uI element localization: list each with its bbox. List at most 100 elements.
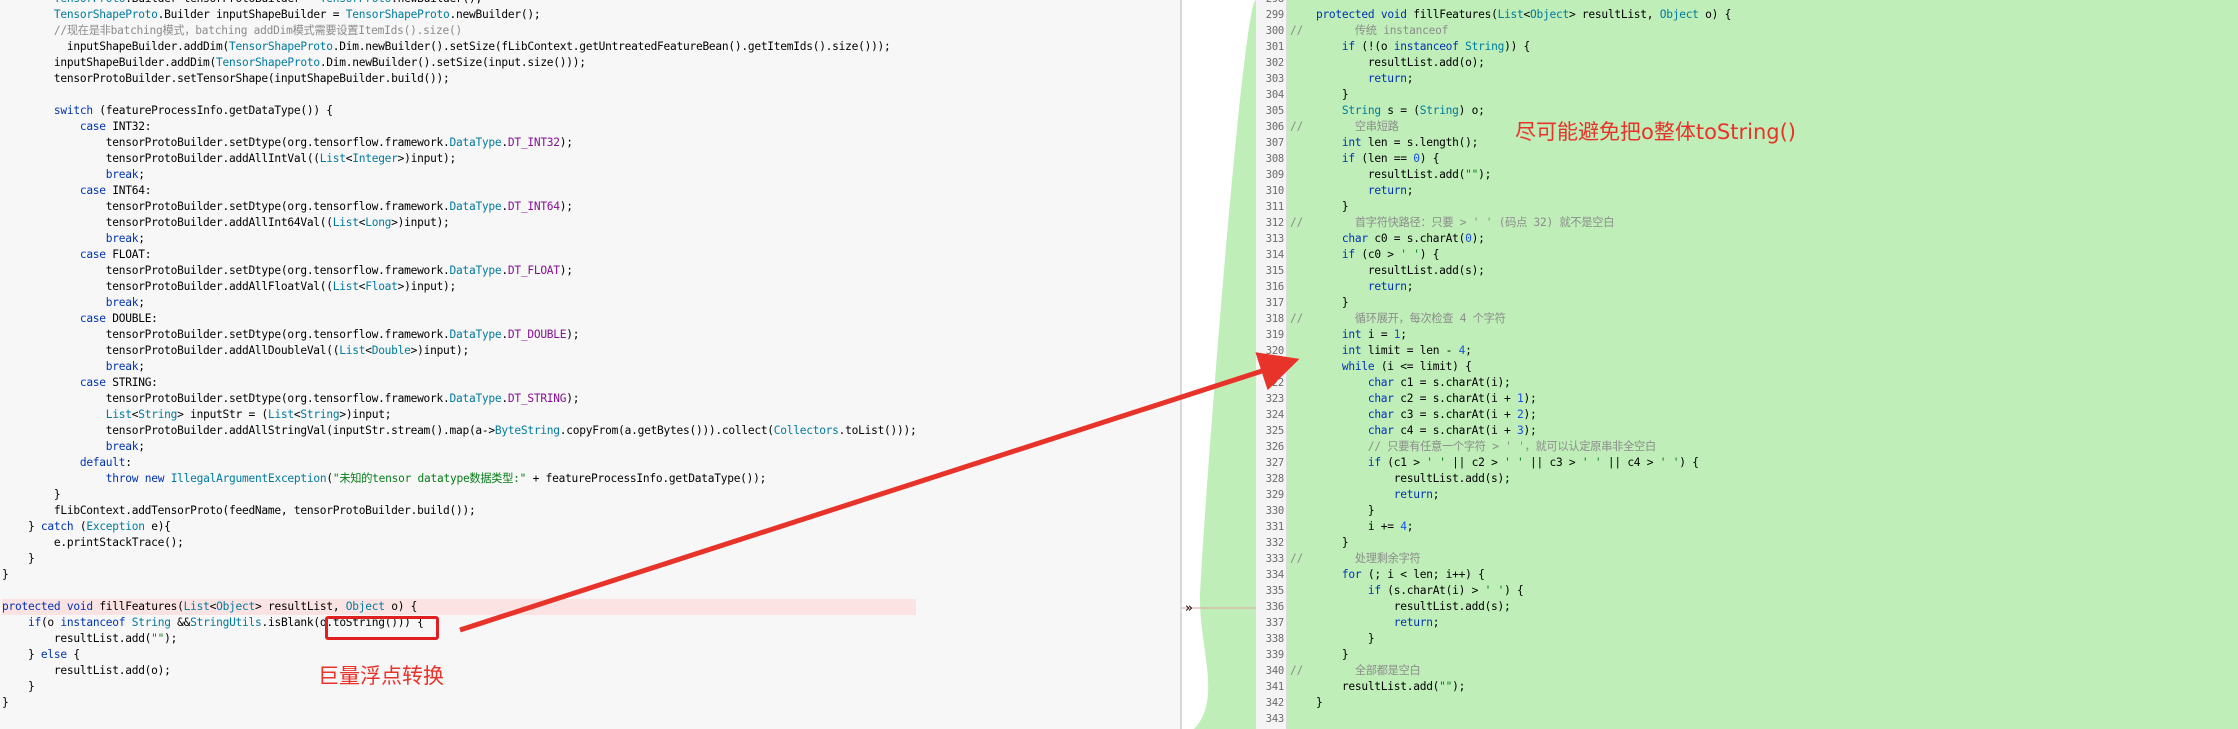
- right-code-row[interactable]: 327 if (c1 > ' ' || c2 > ' ' || c3 > ' '…: [1256, 455, 1731, 471]
- right-code-line[interactable]: return;: [1393, 616, 1440, 629]
- right-code-row[interactable]: 320 int limit = len - 4;: [1256, 343, 1731, 359]
- right-code-row[interactable]: 337 return;: [1256, 615, 1731, 631]
- left-code-line[interactable]: inputShapeBuilder.addDim(TensorShapeProt…: [2, 56, 586, 69]
- left-code-line[interactable]: break;: [105, 232, 145, 245]
- left-code-line[interactable]: if(o instanceof String &&StringUtils.isB…: [27, 616, 424, 629]
- left-code-line[interactable]: TensorProto.Builder tensorProtoBuilder =…: [2, 0, 916, 7]
- right-code-row[interactable]: 335 if (s.charAt(i) > ' ') {: [1256, 583, 1731, 599]
- right-code-row[interactable]: 317 }: [1256, 295, 1731, 311]
- right-code-row[interactable]: 300// 传统 instanceof: [1256, 23, 1731, 39]
- right-code-row[interactable]: 310 return;: [1256, 183, 1731, 199]
- right-code-line[interactable]: // 空串短路: [1290, 120, 1399, 133]
- right-code-line[interactable]: // 只要有任意一个字符 > ' '，就可以认定原串非全空白: [1367, 440, 1656, 453]
- left-code-line[interactable]: tensorProtoBuilder.addAllDoubleVal((List…: [2, 344, 469, 357]
- right-code-line[interactable]: char c1 = s.charAt(i);: [1367, 376, 1511, 389]
- left-code-line[interactable]: //现在是非batching模式，batching addDim模式需要设置It…: [53, 24, 462, 37]
- right-code-row[interactable]: 314 if (c0 > ' ') {: [1256, 247, 1731, 263]
- right-editor-pane[interactable]: 298299 protected void fillFeatures(List<…: [1256, 0, 2238, 729]
- right-code-row[interactable]: 338 }: [1256, 631, 1731, 647]
- right-code-row[interactable]: 340// 全部都是空白: [1256, 663, 1731, 679]
- right-code-line[interactable]: return;: [1367, 280, 1414, 293]
- right-code-line[interactable]: char c0 = s.charAt(0);: [1341, 232, 1485, 245]
- right-code-line[interactable]: resultList.add(s);: [1290, 264, 1485, 277]
- left-code-line[interactable]: tensorProtoBuilder.setDtype(org.tensorfl…: [2, 136, 573, 149]
- left-code-line[interactable]: tensorProtoBuilder.addAllStringVal(input…: [2, 424, 917, 437]
- right-code-line[interactable]: if (c0 > ' ') {: [1341, 248, 1440, 261]
- left-code-line[interactable]: case INT64:: [79, 184, 152, 197]
- right-code-row[interactable]: 326 // 只要有任意一个字符 > ' '，就可以认定原串非全空白: [1256, 439, 1731, 455]
- right-code-line[interactable]: char c4 = s.charAt(i + 3);: [1367, 424, 1537, 437]
- right-code-row[interactable]: 308 if (len == 0) {: [1256, 151, 1731, 167]
- right-code-line[interactable]: resultList.add(o);: [1290, 56, 1485, 69]
- right-code-row[interactable]: 304 }: [1256, 87, 1731, 103]
- right-code-row[interactable]: 298: [1256, 0, 1731, 7]
- right-code-line[interactable]: while (i <= limit) {: [1341, 360, 1472, 373]
- right-code-line[interactable]: int limit = len - 4;: [1341, 344, 1472, 357]
- right-code-line[interactable]: }: [1290, 296, 1349, 309]
- left-code-line[interactable]: tensorProtoBuilder.setTensorShape(inputS…: [2, 72, 450, 85]
- right-code-line[interactable]: }: [1290, 696, 1323, 709]
- right-code-line[interactable]: // 传统 instanceof: [1290, 24, 1449, 37]
- left-code-line[interactable]: tensorProtoBuilder.setDtype(org.tensorfl…: [2, 328, 580, 341]
- left-code-line[interactable]: resultList.add("");: [2, 632, 178, 645]
- right-code-row[interactable]: 334 for (; i < len; i++) {: [1256, 567, 1731, 583]
- left-code-line[interactable]: switch (featureProcessInfo.getDataType()…: [53, 104, 333, 117]
- left-code-line[interactable]: break;: [105, 168, 145, 181]
- right-code-row[interactable]: 315 resultList.add(s);: [1256, 263, 1731, 279]
- right-code-row[interactable]: 302 resultList.add(o);: [1256, 55, 1731, 71]
- left-code-line[interactable]: break;: [105, 296, 145, 309]
- left-code-line[interactable]: case STRING:: [79, 376, 158, 389]
- left-code-line[interactable]: case INT32:: [79, 120, 152, 133]
- left-code-line[interactable]: }: [2, 568, 9, 581]
- right-code-line[interactable]: if (s.charAt(i) > ' ') {: [1367, 584, 1524, 597]
- left-code-line[interactable]: tensorProtoBuilder.addAllFloatVal((List<…: [2, 280, 457, 293]
- right-code-row[interactable]: 321 while (i <= limit) {: [1256, 359, 1731, 375]
- right-code-line[interactable]: int i = 1;: [1341, 328, 1407, 341]
- right-code-row[interactable]: 342 }: [1256, 695, 1731, 711]
- right-code-row[interactable]: 332 }: [1256, 535, 1731, 551]
- right-code-line[interactable]: // 处理剩余字符: [1290, 552, 1421, 565]
- right-code-row[interactable]: 325 char c4 = s.charAt(i + 3);: [1256, 423, 1731, 439]
- right-code-line[interactable]: }: [1290, 200, 1349, 213]
- right-code-line[interactable]: }: [1290, 504, 1375, 517]
- right-code-row[interactable]: 303 return;: [1256, 71, 1731, 87]
- right-code-line[interactable]: return;: [1367, 72, 1414, 85]
- right-code-line[interactable]: }: [1290, 648, 1349, 661]
- left-code-line[interactable]: break;: [105, 440, 145, 453]
- right-code-row[interactable]: 328 resultList.add(s);: [1256, 471, 1731, 487]
- right-code-line[interactable]: if (!(o instanceof String)) {: [1341, 40, 1531, 53]
- left-code-line[interactable]: }: [2, 552, 35, 565]
- left-code-line[interactable]: throw new IllegalArgumentException("未知的t…: [105, 472, 767, 485]
- right-code-row[interactable]: 323 char c2 = s.charAt(i + 1);: [1256, 391, 1731, 407]
- right-code-row[interactable]: 312// 首字符快路径：只要 > ' ' (码点 32) 就不是空白: [1256, 215, 1731, 231]
- left-code-line[interactable]: e.printStackTrace();: [2, 536, 184, 549]
- right-code-row[interactable]: 331 i += 4;: [1256, 519, 1731, 535]
- right-code-row[interactable]: 307 int len = s.length();: [1256, 135, 1731, 151]
- right-code-line[interactable]: // 全部都是空白: [1290, 664, 1421, 677]
- right-code-row[interactable]: 316 return;: [1256, 279, 1731, 295]
- right-code-row[interactable]: 319 int i = 1;: [1256, 327, 1731, 343]
- left-editor-pane[interactable]: TensorProto.Builder tensorProtoBuilder =…: [0, 0, 1180, 729]
- right-code-line[interactable]: // 循环展开，每次检查 4 个字符: [1290, 312, 1506, 325]
- left-code-line[interactable]: default:: [79, 456, 132, 469]
- right-code-line[interactable]: resultList.add("");: [1290, 168, 1492, 181]
- right-code-row[interactable]: 341 resultList.add("");: [1256, 679, 1731, 695]
- left-code-line[interactable]: }: [2, 680, 35, 693]
- right-code-line[interactable]: for (; i < len; i++) {: [1341, 568, 1485, 581]
- left-code-line[interactable]: TensorShapeProto.Builder inputShapeBuild…: [53, 8, 541, 21]
- right-code-row[interactable]: 330 }: [1256, 503, 1731, 519]
- right-code-line[interactable]: int len = s.length();: [1341, 136, 1479, 149]
- right-code-row[interactable]: 324 char c3 = s.charAt(i + 2);: [1256, 407, 1731, 423]
- right-code-row[interactable]: 309 resultList.add("");: [1256, 167, 1731, 183]
- right-code-line[interactable]: protected void fillFeatures(List<Object>…: [1315, 8, 1732, 21]
- right-code-line[interactable]: }: [1290, 88, 1349, 101]
- right-code-line[interactable]: }: [1290, 536, 1349, 549]
- right-code-line[interactable]: if (c1 > ' ' || c2 > ' ' || c3 > ' ' || …: [1367, 456, 1699, 469]
- right-code-row[interactable]: 305 String s = (String) o;: [1256, 103, 1731, 119]
- right-code-row[interactable]: 318// 循环展开，每次检查 4 个字符: [1256, 311, 1731, 327]
- right-code-row[interactable]: 301 if (!(o instanceof String)) {: [1256, 39, 1731, 55]
- right-code-line[interactable]: if (len == 0) {: [1341, 152, 1440, 165]
- left-code-line[interactable]: inputShapeBuilder.addDim(TensorShapeProt…: [2, 40, 891, 53]
- right-code-line[interactable]: char c2 = s.charAt(i + 1);: [1367, 392, 1537, 405]
- left-code-line[interactable]: }: [2, 696, 9, 709]
